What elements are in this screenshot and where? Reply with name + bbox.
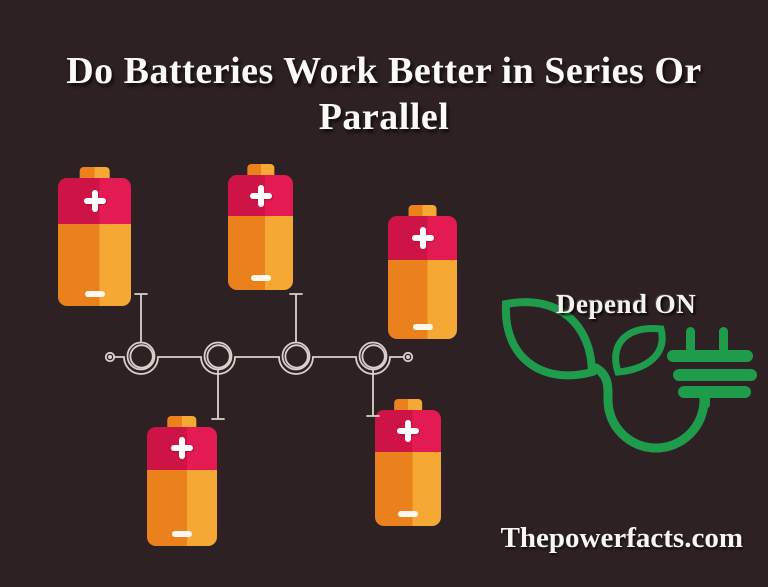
battery-cap bbox=[408, 205, 437, 217]
battery-cap bbox=[167, 416, 197, 428]
battery-positive-section bbox=[147, 427, 217, 470]
circuit-node bbox=[206, 344, 231, 369]
plug-icon bbox=[667, 327, 757, 408]
battery-negative-section bbox=[58, 224, 131, 306]
plus-icon bbox=[83, 190, 106, 213]
connector-up-middle bbox=[289, 293, 303, 343]
battery-positive-section bbox=[58, 178, 131, 225]
battery-body bbox=[58, 178, 131, 306]
plus-icon bbox=[411, 227, 434, 250]
battery-cap bbox=[246, 164, 275, 176]
circuit-node bbox=[126, 341, 156, 371]
battery-positive-section bbox=[228, 175, 293, 217]
battery-body bbox=[375, 410, 441, 526]
battery-negative-section bbox=[147, 469, 217, 546]
terminal-dot-left bbox=[104, 351, 116, 363]
minus-icon bbox=[398, 510, 418, 517]
plus-icon bbox=[171, 437, 193, 460]
plus-icon bbox=[249, 184, 272, 207]
battery-positive-section bbox=[388, 216, 457, 261]
circuit-node bbox=[129, 344, 154, 369]
circuit-wire bbox=[113, 356, 404, 375]
circuit-node bbox=[281, 341, 311, 371]
minus-icon bbox=[172, 530, 192, 537]
battery-positive-section bbox=[375, 410, 441, 452]
battery-body bbox=[147, 427, 217, 546]
battery-negative-section bbox=[388, 260, 457, 339]
battery-body bbox=[228, 175, 293, 290]
battery-bottom-right bbox=[375, 399, 441, 526]
battery-cap bbox=[79, 167, 110, 179]
logo-text: Depend ON bbox=[556, 289, 697, 319]
battery-top-middle bbox=[228, 164, 293, 290]
battery-bottom-left bbox=[147, 416, 217, 546]
page-title: Do Batteries Work Better in Series Or Pa… bbox=[66, 50, 702, 139]
battery-body bbox=[388, 216, 457, 339]
circuit-node bbox=[284, 344, 309, 369]
minus-icon bbox=[412, 323, 433, 330]
connector-down-left bbox=[211, 369, 225, 420]
battery-cap bbox=[394, 399, 422, 411]
minus-icon bbox=[250, 274, 271, 281]
terminal-dot-right bbox=[402, 351, 414, 363]
circuit-node bbox=[203, 341, 233, 371]
circuit-node bbox=[361, 344, 386, 369]
battery-negative-section bbox=[375, 451, 441, 526]
battery-negative-section bbox=[228, 216, 293, 290]
battery-top-left bbox=[58, 167, 131, 306]
connector-up-left bbox=[134, 293, 148, 343]
battery-right bbox=[388, 205, 457, 339]
leaf-icon bbox=[612, 325, 666, 376]
minus-icon bbox=[84, 290, 105, 297]
stem-wire bbox=[591, 363, 709, 453]
website-watermark: Thepowerfacts.com bbox=[500, 522, 743, 554]
plus-icon bbox=[397, 419, 419, 442]
circuit-node bbox=[358, 341, 388, 371]
